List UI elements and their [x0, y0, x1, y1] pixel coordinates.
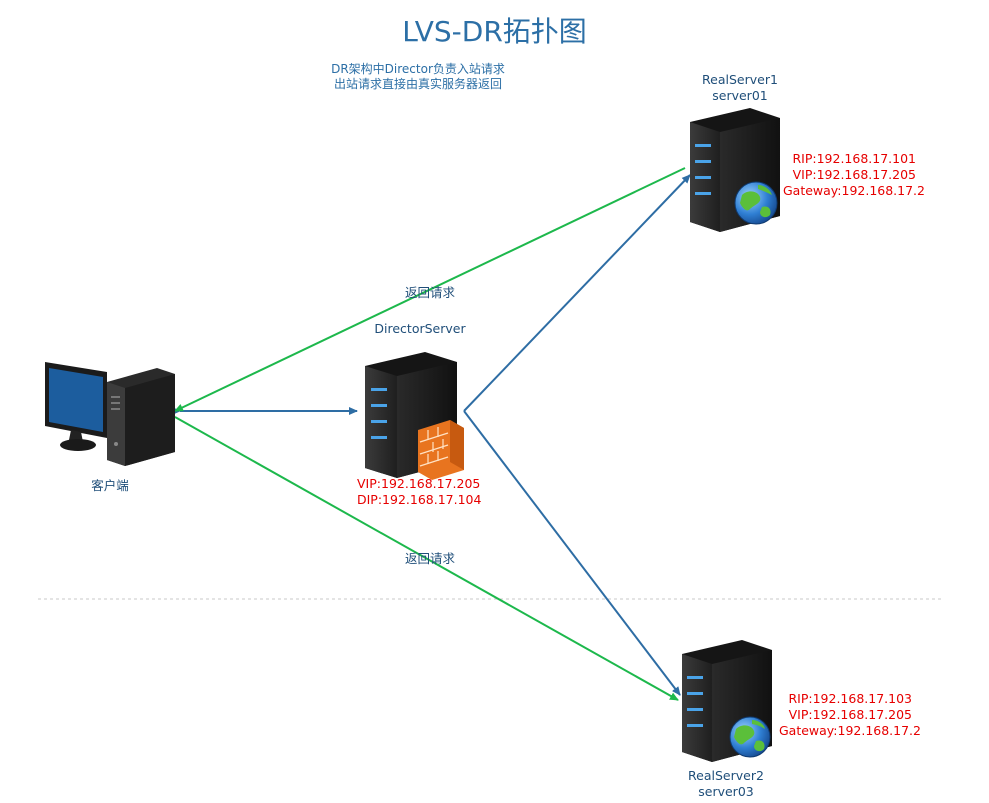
director-vip: VIP:192.168.17.205 [357, 476, 481, 491]
rs2-return-line [166, 409, 679, 701]
globe-icon-rs1 [734, 181, 778, 225]
realserver1-name: RealServer1 [702, 72, 778, 87]
realserver2-rip: RIP:192.168.17.103 [788, 691, 912, 706]
realserver1-rip: RIP:192.168.17.101 [792, 151, 916, 166]
return-label-bottom: 返回请求 [404, 551, 455, 566]
return-lines [166, 167, 686, 701]
diagram-note-line1: DR架构中Director负责入站请求 [331, 62, 505, 76]
client-pc-icon [45, 362, 175, 466]
realserver2-gateway: Gateway:192.168.17.2 [778, 723, 921, 738]
director-to-rs1-line [463, 174, 691, 412]
globe-icon-rs2 [729, 716, 771, 758]
realserver1-vip: VIP:192.168.17.205 [792, 167, 916, 182]
realserver2-host: server03 [698, 784, 754, 799]
realserver2-name: RealServer2 [688, 768, 764, 783]
diagram-note-line2: 出站请求直接由真实服务器返回 [333, 77, 502, 91]
rs1-return-line [174, 167, 686, 412]
return-label-top: 返回请求 [404, 285, 455, 300]
director-dip: DIP:192.168.17.104 [357, 492, 482, 507]
page-title: LVS-DR拓扑图 [402, 15, 587, 48]
director-to-rs2-line [463, 410, 681, 696]
firewall-icon [418, 420, 464, 480]
client-label: 客户端 [91, 478, 129, 493]
realserver2-vip: VIP:192.168.17.205 [788, 707, 912, 722]
realserver1-gateway: Gateway:192.168.17.2 [782, 183, 925, 198]
director-label: DirectorServer [374, 321, 466, 336]
realserver1-host: server01 [712, 88, 768, 103]
